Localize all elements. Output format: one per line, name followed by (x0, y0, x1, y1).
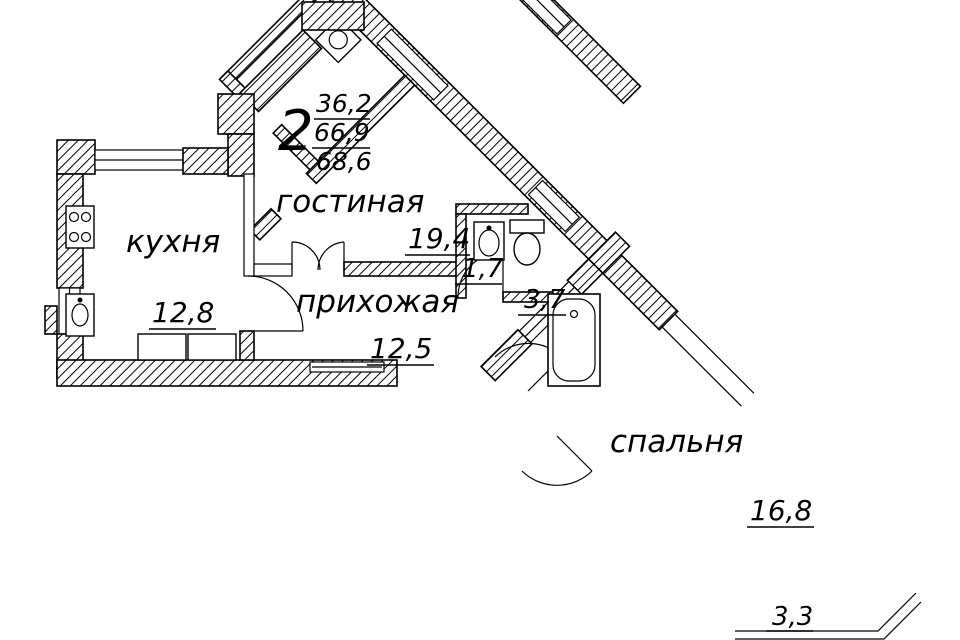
wc-sink-icon (473, 221, 505, 261)
room-label-kitchen: кухня (126, 224, 220, 260)
wall-left-stub (44, 305, 58, 335)
room-area-balcony: 3,3 (772, 602, 813, 632)
room-area-wc: 1,7 (462, 254, 504, 284)
room-area-hallway: 12,5 (370, 332, 432, 365)
stove-icon (65, 205, 95, 249)
apartment-living-area: 36,2 (316, 89, 372, 118)
wall-kitchen-top-left (56, 139, 96, 175)
wall-living-upper-left (238, 28, 323, 113)
interior-walls (239, 173, 554, 361)
door-kitchen (247, 275, 304, 332)
outer-walls (44, 1, 398, 387)
balcony-railing (735, 592, 922, 640)
apartment-total-area: 68,6 (316, 147, 372, 176)
room-area-living: 19,4 (408, 222, 470, 255)
outer-wall-diagonal-wing (92, 0, 755, 407)
wall-living-hall-a (253, 263, 293, 277)
wall-wc-top (455, 203, 529, 215)
apartment-usable-area: 66,9 (314, 118, 370, 147)
wall-living-hall-b (343, 261, 461, 277)
wall-top-block (301, 1, 365, 31)
room-label-bedroom: спальня (610, 424, 743, 460)
kitchen-sink-icon (65, 293, 95, 337)
apartment-rooms-count: 2 (278, 99, 314, 164)
kitchen-counter-b (187, 333, 237, 361)
window-bedroom (527, 179, 581, 233)
door-bedroom (521, 435, 593, 486)
wall-corner-block (217, 93, 255, 135)
bedroom-window-band (362, 0, 642, 105)
door-living-double (291, 241, 345, 271)
wall-kitchen-top-right (182, 147, 229, 175)
room-label-hallway: прихожая (296, 284, 459, 320)
toilet-icon (509, 219, 545, 266)
room-area-kitchen: 12,8 (152, 296, 214, 329)
kitchen-counter-a (137, 333, 187, 361)
wall-kitchen-hall-stub (239, 330, 255, 361)
window-hall-bottom (309, 361, 385, 373)
room-label-living: гостиная (276, 184, 424, 220)
wall-bedroom-end-b (248, 207, 283, 242)
balcony-glazing-line (661, 313, 755, 407)
wall-kitchen-hall (243, 173, 255, 277)
wall-bedroom-end-a (305, 74, 416, 185)
room-area-bedroom: 16,8 (750, 494, 812, 527)
window-bedroom-low-2 (482, 0, 572, 35)
labels: 2 36,2 66,9 68,6 гостиная 19,4 кухня 12,… (126, 89, 814, 632)
fixtures (65, 205, 601, 387)
wall-neck (227, 133, 255, 177)
window-bathroom-corner (376, 28, 449, 101)
wall-wc-left (455, 213, 467, 299)
wall-balcony-b (479, 328, 534, 382)
bathtub-icon (547, 293, 601, 387)
room-area-bathroom: 3,7 (524, 285, 566, 315)
window-kitchen-top (94, 149, 184, 171)
